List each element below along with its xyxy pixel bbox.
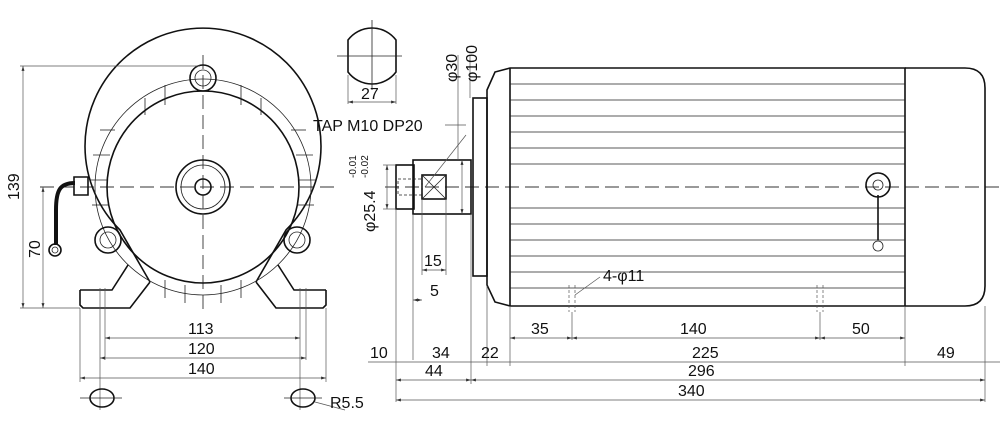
shaft-section: 27	[337, 20, 402, 104]
dim-slot-radius: R5.5	[330, 395, 364, 412]
cooling-fins	[90, 85, 316, 303]
dim-row2-1: 34	[432, 345, 450, 362]
front-dimensions: 139 70 113 120 140 R5.5	[6, 65, 364, 412]
side-view	[385, 67, 1000, 312]
dim-shaft-height: 70	[27, 240, 44, 258]
body-fins	[510, 83, 905, 289]
dim-key-length: 15	[424, 253, 442, 270]
dim-row2-3: 225	[692, 345, 719, 362]
dim-row2-2: 22	[481, 345, 499, 362]
dim-hole-spacing-inner: 113	[188, 321, 214, 338]
dim-shaft-tol-upper: -0.01	[348, 155, 359, 178]
tap-note: TAP M10 DP20	[313, 118, 423, 135]
dim-boss-diameter: φ30	[444, 54, 461, 82]
front-view	[40, 27, 346, 411]
dim-row1-2: 50	[852, 321, 870, 338]
dim-foot-width: 140	[188, 361, 215, 378]
dim-row1-0: 35	[531, 321, 549, 338]
mount-holes-note: 4-φ11	[603, 268, 644, 285]
dim-row2-0: 10	[370, 345, 388, 362]
dim-hole-spacing: 120	[188, 341, 215, 358]
dim-shaft-tol-lower: -0.02	[360, 155, 371, 178]
dim-height-overall: 139	[6, 173, 23, 200]
dim-flat-width: 27	[361, 86, 379, 103]
dim-row3-1: 296	[688, 363, 715, 380]
power-cable	[54, 181, 76, 245]
dim-overall-length: 340	[678, 383, 705, 400]
dim-row3-0: 44	[425, 363, 443, 380]
dim-shaft-diameter: φ25.4	[362, 190, 379, 232]
dim-key-offset: 5	[430, 283, 439, 300]
side-dimensions: TAP M10 DP20 φ25.4 -0.01 -0.02 φ30 φ100 …	[313, 45, 1000, 402]
dim-flange-diameter: φ100	[464, 45, 481, 82]
dim-row1-1: 140	[680, 321, 707, 338]
dim-row2-4: 49	[937, 345, 955, 362]
